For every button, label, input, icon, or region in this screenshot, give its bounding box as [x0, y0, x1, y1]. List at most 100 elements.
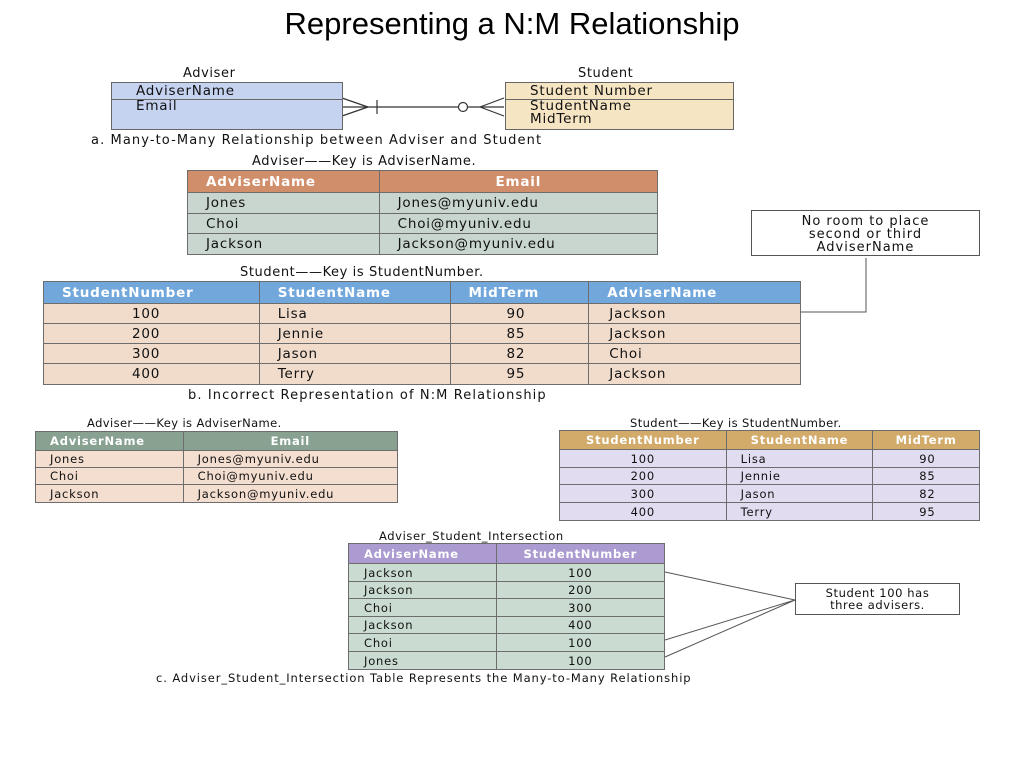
table-cell: Jason [258, 343, 451, 364]
adviser-entity-attr: Email [136, 98, 178, 114]
adviser-entity-name: Adviser [183, 66, 236, 81]
table-cell: 85 [449, 323, 590, 344]
student-entity-name: Student [578, 66, 634, 81]
table-cell: Terry [725, 502, 874, 521]
table-row: Jackson 200 [348, 581, 666, 599]
table-caption: Adviser——Key is AdviserName. [252, 154, 477, 169]
table-cell: Jackson [187, 233, 380, 255]
table-cell: 400 [495, 616, 666, 634]
column-header: StudentNumber [43, 281, 260, 304]
column-header: AdviserName [187, 170, 380, 193]
student-entity: Student Number StudentName MidTerm [505, 82, 734, 130]
column-header: AdviserName [348, 543, 497, 564]
table-row: 100 Lisa 90 [559, 449, 980, 468]
table-row: 200 Jennie 85 Jackson [43, 323, 801, 344]
table-cell: Choi@myuniv.edu [182, 467, 399, 485]
table-cell: Choi [35, 467, 184, 485]
student-entity-attr: StudentName [530, 98, 632, 114]
table-cell: 100 [495, 651, 666, 670]
table-row: Choi 300 [348, 598, 666, 617]
column-header: Email [182, 431, 399, 451]
callout-line: second or third [808, 227, 923, 242]
table-cell: Terry [258, 363, 451, 385]
table-cell: 300 [559, 484, 727, 503]
table-cell: Jackson@myuniv.edu [378, 233, 659, 255]
table-cell: 95 [872, 502, 980, 521]
table-cell: 85 [872, 467, 980, 485]
table-cell: Jackson [35, 484, 184, 503]
table-row: Jackson Jackson@myuniv.edu [35, 484, 399, 503]
column-header: MidTerm [872, 430, 980, 450]
table-cell: 100 [495, 563, 666, 582]
table-cell: Choi [187, 213, 380, 234]
table-cell: Jackson [588, 363, 801, 385]
column-header: AdviserName [35, 431, 184, 451]
table-row: Jackson Jackson@myuniv.edu [187, 233, 659, 255]
table-row: Choi Choi@myuniv.edu [35, 467, 399, 485]
table-cell: 300 [495, 598, 666, 617]
column-header: AdviserName [588, 281, 801, 304]
table-cell: Jones@myuniv.edu [182, 450, 399, 468]
table-row: Choi Choi@myuniv.edu [187, 213, 659, 234]
table-header-row: AdviserName Email [35, 431, 399, 451]
callout-three-advisers: Student 100 has three advisers. [795, 583, 960, 615]
table-row: 200 Jennie 85 [559, 467, 980, 485]
callout-line: three advisers. [830, 598, 925, 612]
table-cell: 400 [559, 502, 727, 521]
column-header: StudentName [725, 430, 874, 450]
callout-line: AdviserName [816, 240, 915, 255]
table-header-row: StudentNumber StudentName MidTerm Advise… [43, 281, 801, 304]
table-cell: Choi [348, 633, 497, 652]
table-row: Jackson 100 [348, 563, 666, 582]
table-cell: Jones [35, 450, 184, 468]
table-cell: 100 [495, 633, 666, 652]
column-header: Email [378, 170, 659, 193]
c-intersection-table: AdviserName StudentNumber Jackson 100 Ja… [348, 543, 666, 670]
table-caption: Student——Key is StudentNumber. [630, 416, 842, 430]
table-row: Choi 100 [348, 633, 666, 652]
table-cell-highlighted: Jackson [588, 303, 801, 324]
column-header: StudentNumber [495, 543, 666, 564]
caption-a: a. Many-to-Many Relationship between Adv… [91, 133, 543, 148]
table-cell: Jennie [258, 323, 451, 344]
table-cell: Jones [187, 192, 380, 214]
caption-b: b. Incorrect Representation of N:M Relat… [188, 388, 547, 403]
page-title: Representing a N:M Relationship [284, 6, 740, 41]
table-cell: Jones [348, 651, 497, 670]
table-cell: 95 [449, 363, 590, 385]
table-row: Jones 100 [348, 651, 666, 670]
table-cell: Jackson [348, 581, 497, 599]
c-student-table: StudentNumber StudentName MidTerm 100 Li… [559, 430, 980, 521]
table-cell: Jennie [725, 467, 874, 485]
student-entity-key: Student Number [506, 83, 733, 100]
table-row: Jones Jones@myuniv.edu [187, 192, 659, 214]
table-caption: Student——Key is StudentNumber. [240, 265, 484, 280]
table-cell: Lisa [725, 449, 874, 468]
table-header-row: AdviserName StudentNumber [348, 543, 666, 564]
table-cell: Lisa [258, 303, 451, 324]
table-row: 400 Terry 95 [559, 502, 980, 521]
table-cell: 82 [872, 484, 980, 503]
adviser-entity-key: AdviserName [112, 83, 342, 100]
adviser-entity: AdviserName Email [111, 82, 343, 130]
callout-c-leaders [664, 571, 796, 658]
callout-line: No room to place [801, 214, 930, 229]
b-student-table: StudentNumber StudentName MidTerm Advise… [43, 281, 801, 385]
table-cell: 82 [449, 343, 590, 364]
column-header: StudentName [258, 281, 451, 304]
b-adviser-table: AdviserName Email Jones Jones@myuniv.edu… [187, 170, 659, 255]
callout-line: Student 100 has [825, 586, 930, 600]
table-cell: Choi [588, 343, 801, 364]
relationship-line [341, 97, 505, 117]
table-cell: Jackson [348, 563, 497, 582]
table-row: 400 Terry 95 Jackson [43, 363, 801, 385]
table-cell: Jackson@myuniv.edu [182, 484, 399, 503]
table-header-row: StudentNumber StudentName MidTerm [559, 430, 980, 450]
table-cell: Choi [348, 598, 497, 617]
table-cell: 90 [872, 449, 980, 468]
table-cell: Jackson [348, 616, 497, 634]
table-header-row: AdviserName Email [187, 170, 659, 193]
caption-c: c. Adviser_Student_Intersection Table Re… [156, 671, 692, 685]
table-cell: Choi@myuniv.edu [378, 213, 659, 234]
column-header: StudentNumber [559, 430, 727, 450]
